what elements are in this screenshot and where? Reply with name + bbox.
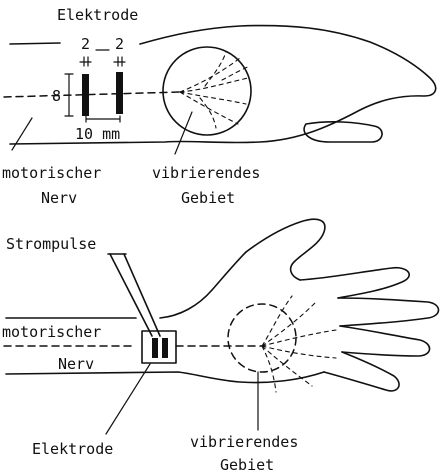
top-panel: 8 10 mm 2 2 Elektrode motorischer N xyxy=(2,6,436,207)
dim-spacing-left-text: 2 xyxy=(81,35,90,53)
top-area-leader xyxy=(175,112,192,154)
top-vibrating-area xyxy=(163,47,251,135)
pulse-leads xyxy=(108,254,160,336)
bottom-electrode-leader xyxy=(106,364,150,434)
bottom-electrode xyxy=(142,331,176,363)
top-nerve-label-line2: Nerv xyxy=(41,189,77,207)
pulse-label: Strompulse xyxy=(6,235,96,253)
top-electrodes xyxy=(80,57,125,116)
dim-distance-text: 10 mm xyxy=(75,125,120,143)
top-nerve-line xyxy=(4,92,180,97)
top-electrode-label: Elektrode xyxy=(57,6,138,24)
bottom-nerve-label-line2: Nerv xyxy=(58,355,94,373)
bottom-electrode-right xyxy=(162,338,168,358)
bottom-area-label-line1: vibrierendes xyxy=(190,433,298,451)
bottom-electrode-label: Elektrode xyxy=(32,440,113,458)
dim-height-text: 8 xyxy=(52,87,61,105)
top-area-label-line1: vibrierendes xyxy=(152,164,260,182)
top-nerve-leader xyxy=(12,118,32,150)
bottom-vibrating-area xyxy=(228,296,336,392)
bottom-nerve-label-line1: motorischer xyxy=(2,323,101,341)
top-electrode-left xyxy=(82,74,89,116)
bottom-area-label-line2: Gebiet xyxy=(220,456,274,474)
bottom-panel: Strompulse motorischer Nerv Elektrode vi… xyxy=(2,219,439,474)
top-distance-dimension: 10 mm xyxy=(75,116,120,143)
top-nerve-label-line1: motorischer xyxy=(2,164,101,182)
top-electrode-right xyxy=(116,72,123,114)
top-area-label-line2: Gebiet xyxy=(181,189,235,207)
top-forearm-outline xyxy=(10,26,436,144)
dim-spacing-right-text: 2 xyxy=(115,35,124,53)
bottom-electrode-left xyxy=(152,338,158,358)
